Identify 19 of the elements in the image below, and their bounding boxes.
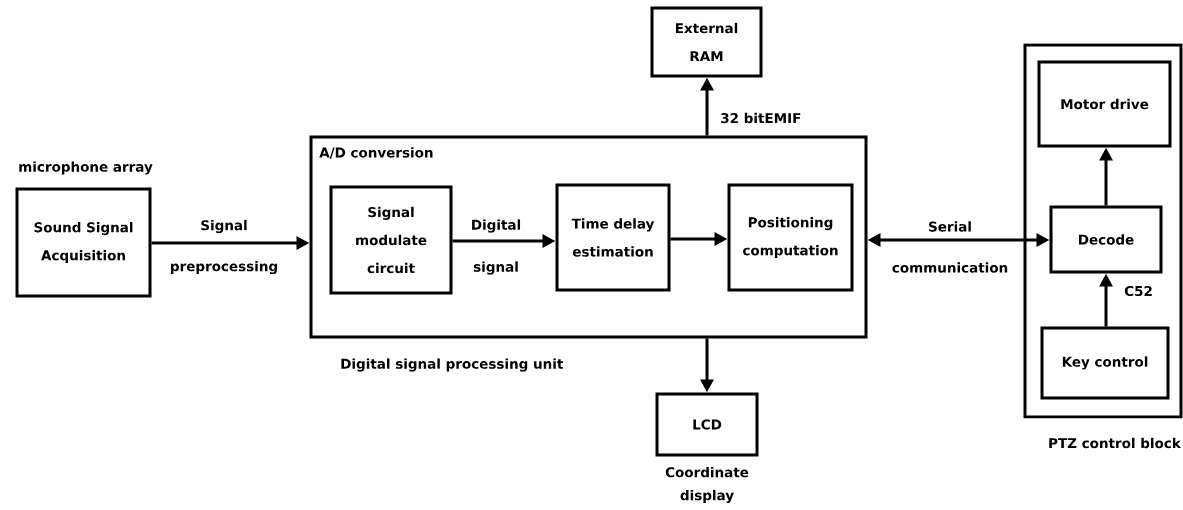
block-box: External RAM: [650, 6, 763, 78]
node-label: PTZ control block: [1049, 437, 1182, 449]
block-box: Positioning computation: [727, 183, 854, 292]
block-box: Motor drive: [1037, 60, 1172, 148]
node-label: Digital signal processing unit: [341, 358, 564, 372]
block-box: Signal modulate circuit: [329, 185, 453, 295]
block-box: Decode: [1049, 205, 1163, 274]
control-block-box: [1023, 43, 1183, 419]
edge-label: 32 bitEMIF: [721, 112, 801, 124]
block-box: Key control: [1040, 326, 1170, 400]
node-label: Coordinate display: [665, 466, 749, 504]
edge-label: Serial communication: [892, 221, 1008, 273]
edge-label: Digital signal: [472, 219, 521, 275]
edge-label: Signal preprocessing: [171, 219, 277, 275]
node-label: microphone array: [19, 161, 153, 175]
block-box: LCD: [655, 392, 759, 457]
edge-label: C52: [1124, 285, 1152, 297]
block-box: Time delay estimation: [555, 183, 671, 292]
block-box: Sound Signal Acquisition: [15, 187, 152, 298]
